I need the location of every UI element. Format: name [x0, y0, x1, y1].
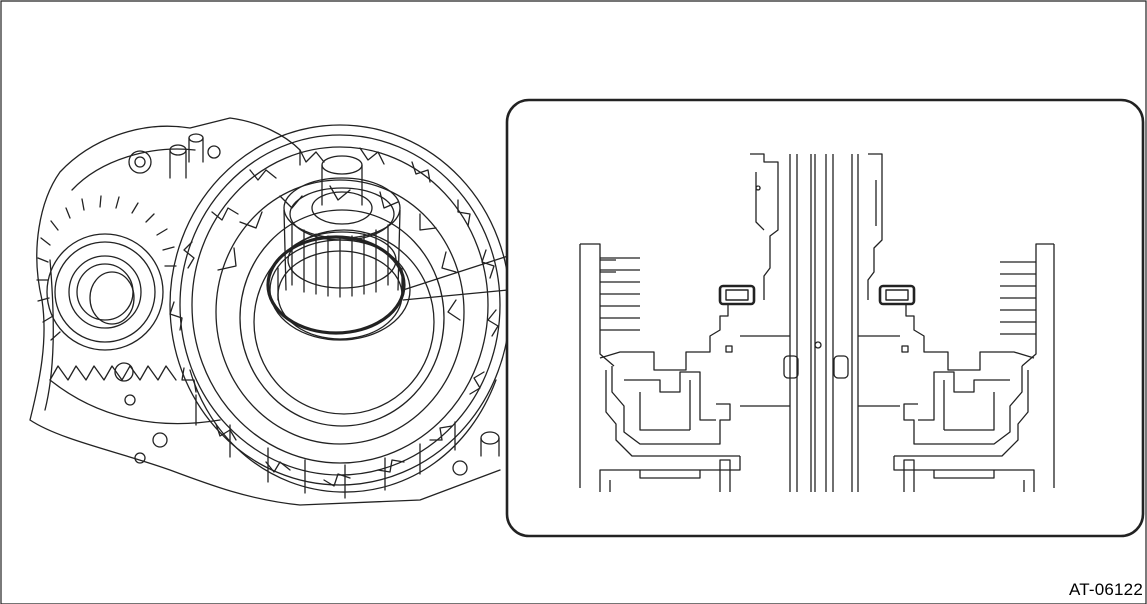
- case-pin: [481, 432, 499, 456]
- clutch-pack-left: [580, 244, 640, 488]
- shaft-bushing: [784, 356, 848, 378]
- case-hole: [208, 146, 220, 158]
- lower-gear-teeth: [50, 366, 176, 380]
- case-flange-inner: [45, 149, 195, 410]
- input-shaft: [312, 156, 372, 224]
- upper-housing-left: [750, 154, 778, 300]
- side-gear: [37, 196, 176, 350]
- lower-gear-body: [50, 380, 220, 424]
- piston-retainer-right: [894, 304, 1034, 456]
- detail-inset-frame: [507, 100, 1143, 536]
- case-hole: [153, 433, 167, 447]
- drum-lower-band: [190, 370, 496, 498]
- snap-ring-section-right: [880, 286, 914, 304]
- snap-ring-section-left: [720, 286, 754, 304]
- splined-sleeve: [284, 178, 400, 297]
- support-lines: [740, 336, 900, 406]
- case-hole: [115, 363, 133, 381]
- center-shaft-section: [790, 154, 858, 492]
- snap-ring: [268, 237, 404, 333]
- lower-carrier-right: [894, 456, 1034, 492]
- drum-spline-teeth: [170, 148, 498, 486]
- case-hole: [453, 461, 467, 475]
- case-pin: [170, 134, 203, 178]
- case-hole: [135, 453, 145, 463]
- lower-carrier-left: [600, 456, 740, 492]
- piston-retainer-left: [600, 304, 740, 456]
- callout-leader-lines: [403, 256, 508, 300]
- clutch-pack-right: [1000, 244, 1054, 488]
- clutch-assembly-view: [30, 118, 510, 505]
- case-hole: [125, 395, 135, 405]
- cross-section-view: [580, 154, 1054, 492]
- case-bolt: [129, 151, 151, 173]
- figure-code: AT-06122: [1068, 580, 1143, 599]
- upper-housing-right: [868, 154, 882, 300]
- retainer-bolt: [726, 346, 908, 352]
